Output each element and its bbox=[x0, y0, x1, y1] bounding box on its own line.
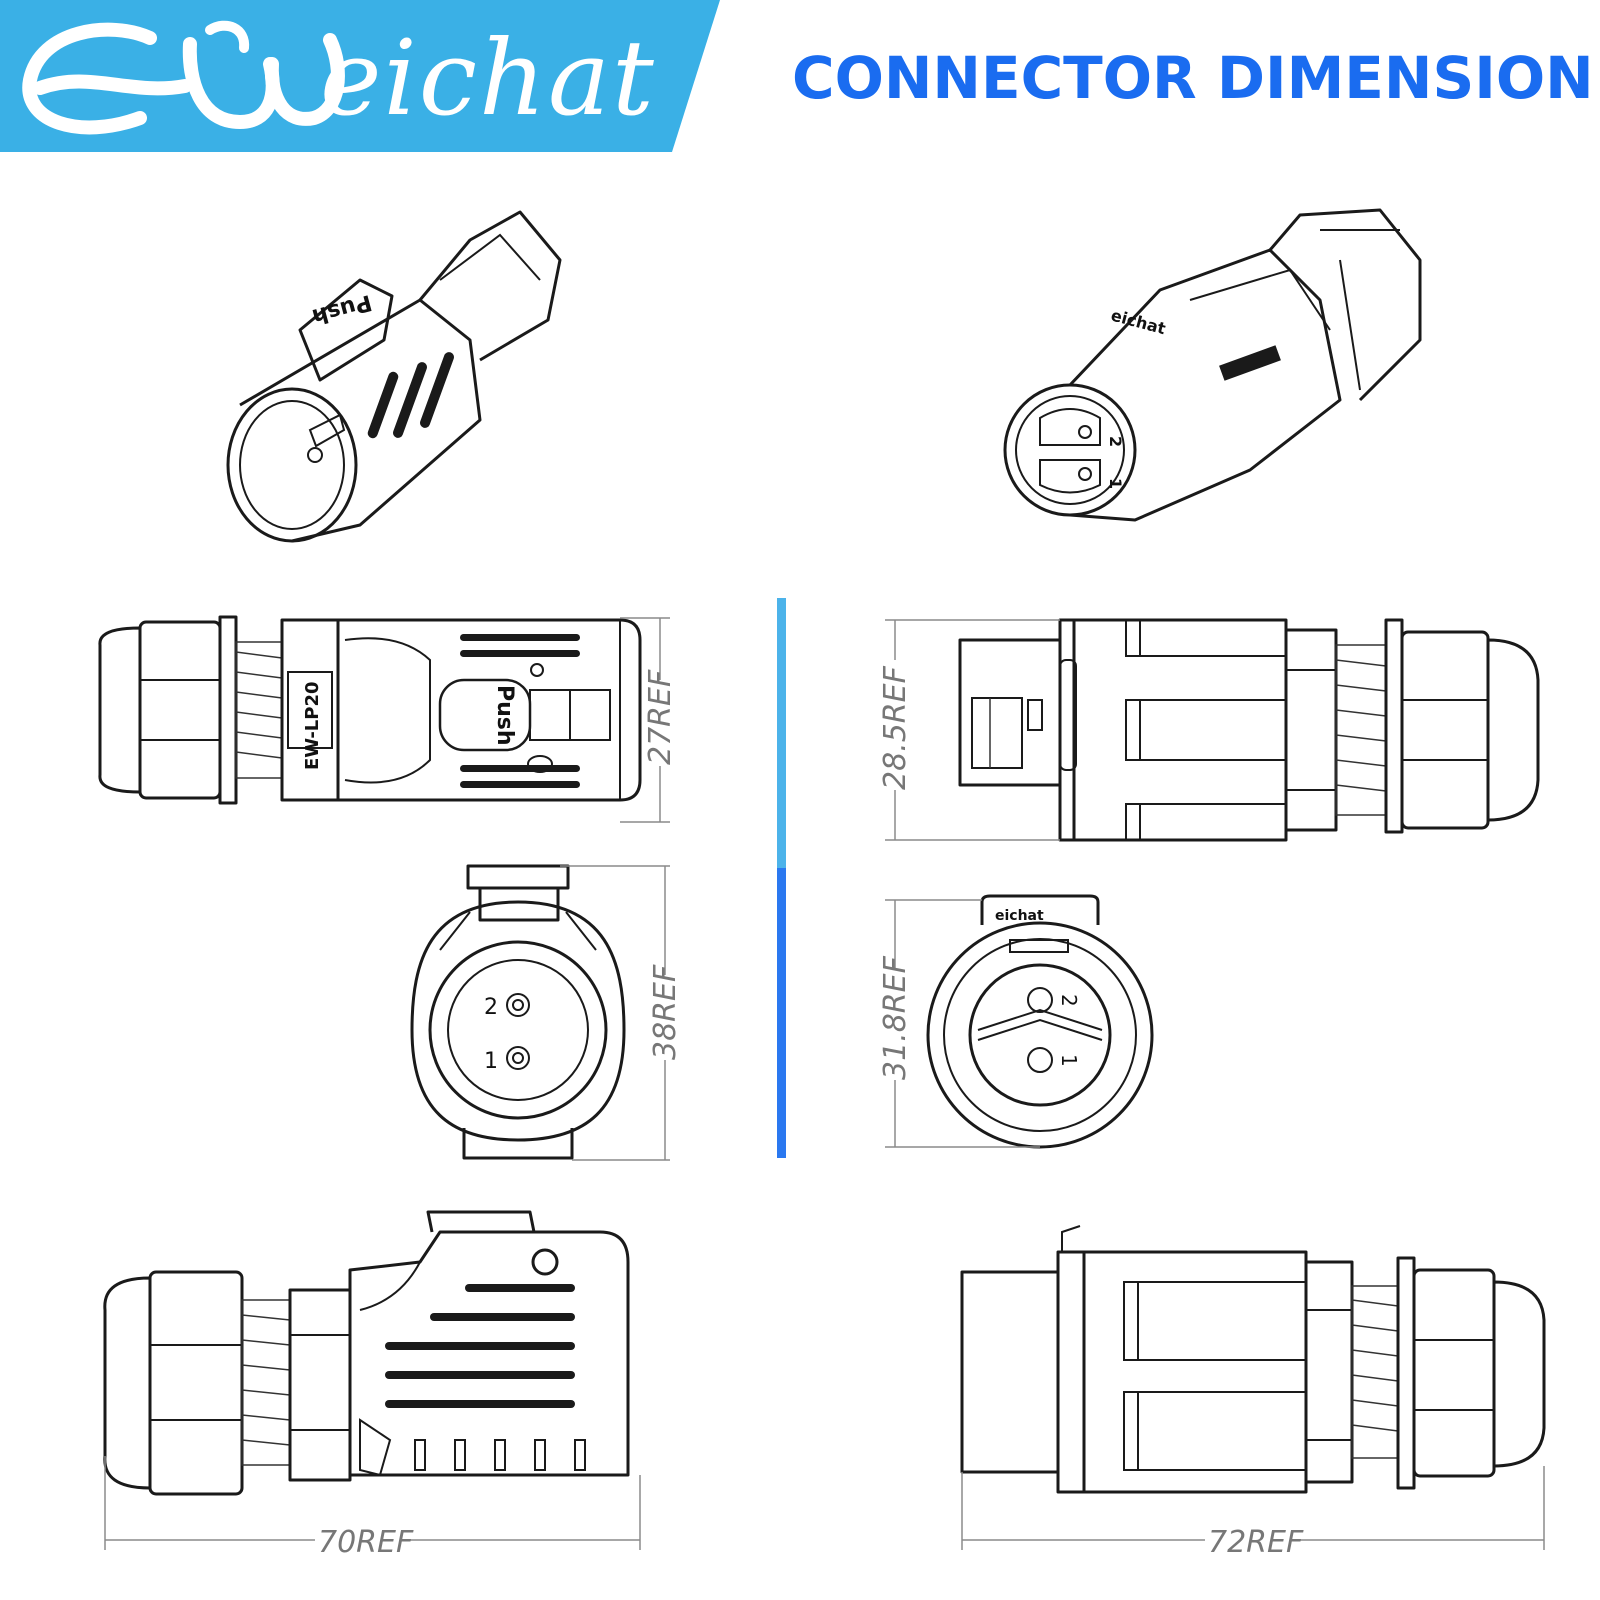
plug-front-height-dimension: 38REF bbox=[648, 964, 683, 1060]
header-banner bbox=[0, 0, 720, 152]
plug-front-pin-2: 2 bbox=[484, 995, 498, 1020]
socket-bottom-view: 72REF bbox=[960, 1225, 1546, 1560]
socket-front-pin-2: 2 bbox=[1057, 994, 1081, 1007]
plug-side-height-dimension: 27REF bbox=[643, 669, 678, 765]
plug-isometric-view: Push bbox=[226, 210, 562, 543]
socket-front-view: eichat 2 1 31.8REF bbox=[878, 894, 1154, 1149]
plug-side-push-label: Push bbox=[492, 685, 517, 746]
socket-iso-pin-1: 1 bbox=[1106, 478, 1125, 489]
socket-front-pin-1: 1 bbox=[1057, 1054, 1081, 1067]
plug-side-view: EW-LP20 Push 27REF bbox=[98, 615, 678, 823]
socket-front-brand: eichat bbox=[995, 908, 1044, 924]
socket-side-height-dimension: 28.5REF bbox=[878, 665, 913, 790]
plug-length-dimension: 70REF bbox=[318, 1525, 414, 1560]
center-divider bbox=[777, 598, 786, 1158]
socket-length-dimension: 72REF bbox=[1208, 1525, 1304, 1560]
logo-mark bbox=[22, 20, 345, 135]
socket-side-view: 28.5REF bbox=[878, 618, 1540, 842]
socket-iso-pin-2: 2 bbox=[1106, 436, 1125, 447]
page-title: CONNECTOR DIMENSION bbox=[792, 44, 1594, 112]
plug-bottom-view: 70REF bbox=[103, 1210, 641, 1560]
plug-front-view: 2 1 38REF bbox=[410, 864, 683, 1161]
logo-wordmark: eichat bbox=[320, 17, 656, 139]
socket-front-height-dimension: 31.8REF bbox=[878, 955, 913, 1080]
socket-isometric-view: 2 1 eichat bbox=[1003, 208, 1422, 522]
plug-model-label: EW-LP20 bbox=[302, 681, 323, 770]
plug-front-pin-1: 1 bbox=[484, 1049, 498, 1074]
